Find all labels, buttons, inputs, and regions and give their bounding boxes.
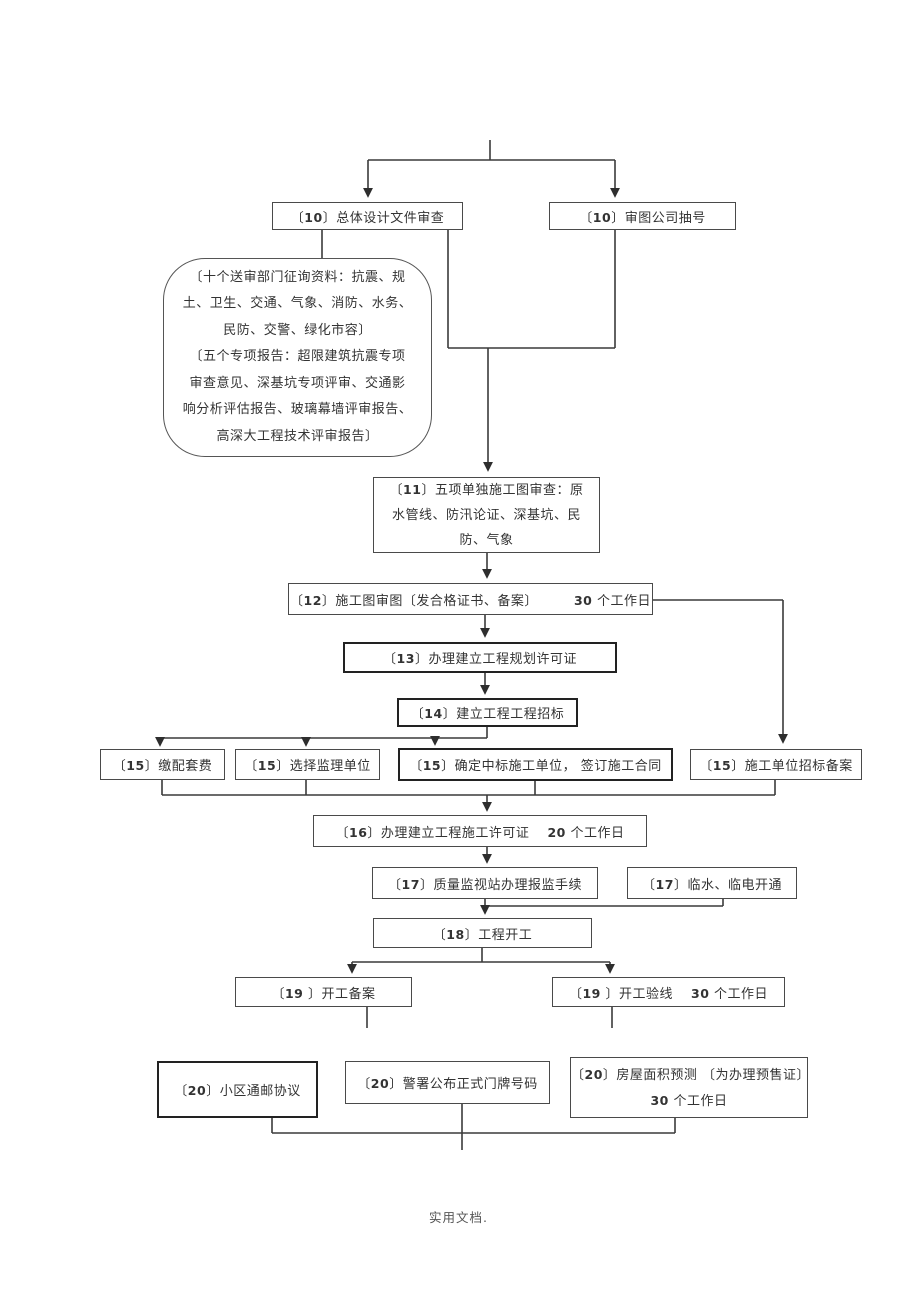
flow-node-17-quality-supervision: 〔17〕质量监视站办理报监手续: [372, 867, 598, 899]
note-line: 高深大工程技术评审报告〕: [216, 428, 379, 444]
node-label: 〔13〕办理建立工程规划许可证: [383, 651, 577, 667]
node-label: 〔15〕缴配套费: [112, 758, 213, 774]
node-duration: 30 个工作日: [573, 592, 651, 609]
node-label: 水管线、防汛论证、深基坑、民: [391, 508, 581, 523]
flow-node-16-construction-permit: 〔16〕办理建立工程施工许可证 20 个工作日: [313, 815, 647, 847]
node-label: 〔16〕办理建立工程施工许可证: [335, 824, 530, 841]
flow-node-18-construction-start: 〔18〕工程开工: [373, 918, 592, 948]
flow-node-20-community-mail-agreement: 〔20〕小区通邮协议: [157, 1061, 318, 1118]
node-label: 〔10〕审图公司抽号: [579, 209, 706, 226]
flow-node-20-area-forecast: 〔20〕房屋面积预测 〔为办理预售证〕 30 个工作日: [570, 1057, 811, 1118]
flow-node-19-start-line-check: 〔19 〕开工验线 30 个工作日: [552, 977, 785, 1007]
flow-node-11-five-separate-reviews: 〔11〕五项单独施工图审查：原 水管线、防汛论证、深基坑、民 防、气象: [373, 477, 600, 553]
node-label: 〔17〕质量监视站办理报监手续: [388, 876, 582, 893]
node-label: 〔15〕确定中标施工单位， 签订施工合同: [409, 758, 662, 774]
note-line: 〔十个送审部门征询资料：抗震、规: [189, 269, 406, 285]
node-label: 〔15〕施工单位招标备案: [699, 758, 853, 774]
node-label: 〔18〕工程开工: [432, 926, 533, 943]
flow-node-20-police-house-number: 〔20〕警署公布正式门牌号码: [345, 1061, 550, 1104]
node-label: 〔15〕选择监理单位: [244, 758, 371, 774]
flow-node-13-planning-permit: 〔13〕办理建立工程规划许可证: [343, 642, 617, 673]
page-footer: 实用文档.: [429, 1210, 488, 1225]
node-label: 〔11〕五项单独施工图审查：原: [389, 482, 584, 498]
node-label: 〔10〕总体设计文件审查: [290, 209, 445, 226]
node-label: 〔17〕临水、临电开通: [642, 876, 782, 893]
flow-node-15-pay-fees: 〔15〕缴配套费: [100, 749, 225, 780]
note-bubble-submission-materials: 〔十个送审部门征询资料：抗震、规 土、卫生、交通、气象、消防、水务、 民防、交警…: [163, 258, 432, 457]
node-label: 〔19 〕开工验线: [568, 985, 673, 1002]
note-line: 审查意见、深基坑专项评审、交通影: [189, 375, 406, 391]
node-label: 〔14〕建立工程工程招标: [410, 706, 565, 722]
node-label: 〔20〕房屋面积预测 〔为办理预售证〕: [571, 1066, 811, 1083]
note-line: 〔五个专项报告：超限建筑抗震专项: [189, 349, 406, 365]
note-line: 土、卫生、交通、气象、消防、水务、: [182, 296, 413, 312]
node-label: 〔20〕小区通邮协议: [174, 1083, 301, 1099]
flow-node-12-drawing-review: 〔12〕施工图审图〔发合格证书、备案〕 30 个工作日: [288, 583, 653, 615]
node-duration: 20 个工作日: [547, 824, 625, 841]
node-duration: 30 个工作日: [650, 1092, 728, 1109]
node-label: 〔19 〕开工备案: [271, 985, 376, 1002]
note-line: 民防、交警、绿化市容〕: [223, 322, 372, 338]
flow-node-17-temp-water-power: 〔17〕临水、临电开通: [627, 867, 797, 899]
node-label: 防、气象: [459, 533, 514, 548]
flow-node-10-drawing-company-lottery: 〔10〕审图公司抽号: [549, 202, 736, 230]
node-label: 〔12〕施工图审图〔发合格证书、备案〕: [290, 592, 538, 609]
flow-node-19-start-record: 〔19 〕开工备案: [235, 977, 412, 1007]
flow-node-15-select-supervisor: 〔15〕选择监理单位: [235, 749, 380, 780]
note-line: 响分析评估报告、玻璃幕墙评审报告、: [182, 402, 413, 418]
flow-node-10-design-review: 〔10〕总体设计文件审查: [272, 202, 463, 230]
flow-node-14-project-bidding: 〔14〕建立工程工程招标: [397, 698, 578, 727]
node-duration: 30 个工作日: [691, 985, 769, 1002]
flow-node-15-bidding-record: 〔15〕施工单位招标备案: [690, 749, 862, 780]
node-label: 〔20〕警署公布正式门牌号码: [357, 1076, 538, 1092]
flow-node-15-confirm-contractor: 〔15〕确定中标施工单位， 签订施工合同: [398, 748, 673, 781]
